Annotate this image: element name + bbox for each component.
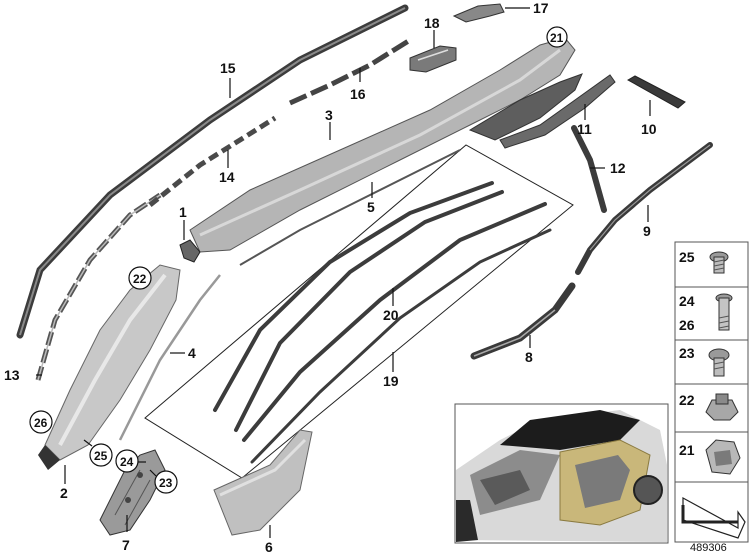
- callout-11: 11: [577, 121, 592, 137]
- part-2-a-pillar-trim: [38, 264, 181, 470]
- screw-23-icon: [708, 348, 730, 377]
- callout-1: 1: [179, 204, 187, 220]
- part-9-door-frame-strip: [575, 142, 713, 275]
- part-17-end-cap: [452, 3, 505, 23]
- part-1-clip: [179, 239, 201, 263]
- part-13-a-pillar-strip: [35, 192, 162, 381]
- fastener-legend-panel: 25 24 26 23 22 21: [674, 241, 749, 543]
- callout-3: 3: [325, 107, 333, 123]
- callout-26: 26: [34, 416, 48, 430]
- callout-20: 20: [383, 307, 399, 323]
- legend-label-21: 21: [679, 442, 695, 458]
- part-15-roof-frame-strip: [16, 4, 409, 339]
- part-18-clip-bracket: [409, 45, 457, 73]
- callout-12: 12: [610, 160, 626, 176]
- part-12-vertical-strip: [571, 125, 607, 213]
- callout-14: 14: [219, 169, 235, 185]
- part-3-roof-trim-panel: [189, 26, 576, 253]
- callout-22: 22: [133, 272, 147, 286]
- callout-19: 19: [383, 373, 399, 389]
- callout-4: 4: [188, 345, 196, 361]
- orientation-arrow-icon: [681, 496, 746, 539]
- circled-callouts: 21 22 26 25 24 23: [29, 31, 564, 494]
- legend-label-23: 23: [679, 345, 695, 361]
- callout-23: 23: [159, 476, 173, 490]
- callout-10: 10: [641, 121, 657, 137]
- callout-8: 8: [525, 349, 533, 365]
- callout-24: 24: [120, 455, 134, 469]
- callout-6: 6: [265, 539, 273, 554]
- callout-25: 25: [94, 449, 108, 463]
- part-14-inner-strip: [148, 115, 277, 207]
- leader-lines: [36, 7, 651, 538]
- callout-15: 15: [220, 60, 236, 76]
- clip-21-icon: [705, 439, 741, 475]
- callout-16: 16: [350, 86, 366, 102]
- callout-9: 9: [643, 223, 651, 239]
- legend-label-22: 22: [679, 392, 695, 408]
- bolt-24-26-icon: [715, 293, 733, 331]
- callout-labels: 15 16 18 17 3 14 1 5 11 10 12 9 20 19 8 …: [4, 0, 657, 554]
- part-4-thin-trim: [118, 274, 221, 441]
- legend-label-24: 24: [679, 293, 695, 309]
- part-6-lower-trim-panel: [213, 429, 313, 536]
- callout-21: 21: [550, 31, 564, 45]
- clip-nut-22-icon: [705, 393, 739, 421]
- part-20-seal-strips: [213, 181, 552, 464]
- part-11-roof-side-section: [468, 73, 616, 149]
- part-8-sill-strip: [470, 282, 576, 360]
- document-number: 489306: [690, 542, 727, 554]
- callout-2: 2: [60, 485, 68, 501]
- part-19-seal-set-outline: [144, 144, 574, 479]
- vehicle-location-inset: [454, 403, 669, 544]
- callout-13: 13: [4, 367, 20, 383]
- screw-25-icon: [709, 251, 729, 274]
- part-10-trim-strip: [626, 75, 686, 109]
- callout-5: 5: [367, 199, 375, 215]
- callout-18: 18: [424, 15, 440, 31]
- legend-label-25: 25: [679, 249, 695, 265]
- callout-17: 17: [533, 0, 549, 16]
- callout-7: 7: [122, 537, 130, 553]
- legend-label-26: 26: [679, 317, 695, 333]
- part-5-thin-strip: [239, 149, 461, 266]
